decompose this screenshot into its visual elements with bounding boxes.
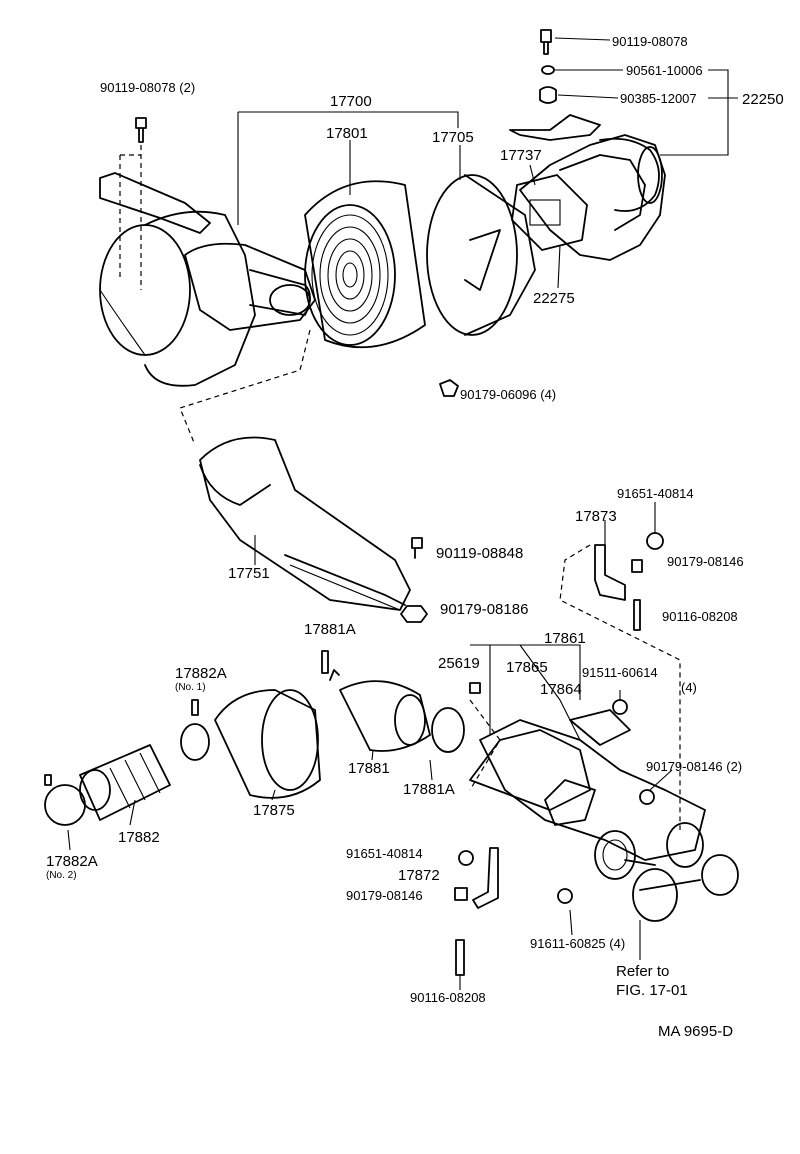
label-17705: 17705	[432, 129, 474, 146]
label-90561-10006: 90561-10006	[626, 63, 703, 78]
label-25619: 25619	[438, 655, 480, 672]
label-90385-12007: 90385-12007	[620, 91, 697, 106]
air-intake-hose	[199, 436, 428, 623]
air-filter-element	[304, 140, 426, 349]
label-90116-08208-right: 90116-08208	[662, 609, 738, 624]
label-17751: 17751	[228, 565, 270, 582]
label-17864: 17864	[540, 681, 582, 698]
label-90179-08146-right: 90179-08146	[667, 554, 744, 569]
label-17882A-no1: 17882A	[175, 665, 227, 682]
label-22250: 22250	[742, 91, 784, 108]
label-22275: 22275	[533, 290, 575, 307]
label-17882A-no2: 17882A	[46, 853, 98, 870]
label-refer-line1: Refer to	[616, 963, 669, 980]
label-91511-qty: (4)	[681, 680, 697, 695]
label-refer-line2: FIG. 17-01	[616, 982, 688, 999]
label-90116-08208-left: 90116-08208	[410, 990, 486, 1005]
label-17872: 17872	[398, 867, 440, 884]
label-90119-08848: 90119-08848	[436, 545, 523, 562]
label-17873: 17873	[575, 508, 617, 525]
diagram-reference-code: MA 9695-D	[658, 1023, 733, 1040]
label-17882: 17882	[118, 829, 160, 846]
label-90119-08078-qty: 90119-08078 (2)	[100, 80, 195, 95]
label-91611-60825: 91611-60825 (4)	[530, 936, 625, 951]
throttle-body-assembly	[509, 29, 738, 289]
label-90179-08186: 90179-08186	[440, 601, 528, 618]
label-17881A-bottom: 17881A	[403, 781, 455, 798]
part-labels: 90119-08078 90561-10006 90385-12007 2225…	[46, 34, 784, 1040]
label-no2: (No. 2)	[46, 870, 77, 881]
label-17861: 17861	[544, 630, 586, 647]
label-17865: 17865	[506, 659, 548, 676]
label-17881: 17881	[348, 760, 390, 777]
inlet-hoses-and-clamps	[44, 650, 465, 851]
air-cleaner-case	[99, 111, 459, 446]
label-17700: 17700	[330, 93, 372, 110]
label-90179-08146-qty: 90179-08146 (2)	[646, 759, 742, 774]
label-91511-60614: 91511-60614	[582, 665, 658, 680]
air-cleaner-cap	[426, 145, 536, 397]
label-91651-40814-right: 91651-40814	[617, 486, 694, 501]
label-17881A-top: 17881A	[304, 621, 356, 638]
label-no1: (No. 1)	[175, 682, 206, 693]
label-90179-08146-left: 90179-08146	[346, 888, 423, 903]
label-17875: 17875	[253, 802, 295, 819]
intake-manifold-assembly	[454, 502, 739, 990]
label-90119-08078-top: 90119-08078	[612, 34, 688, 49]
label-17737: 17737	[500, 147, 542, 164]
label-17801: 17801	[326, 125, 368, 142]
label-91651-40814-left: 91651-40814	[346, 846, 423, 861]
label-90179-06096: 90179-06096 (4)	[460, 387, 556, 402]
